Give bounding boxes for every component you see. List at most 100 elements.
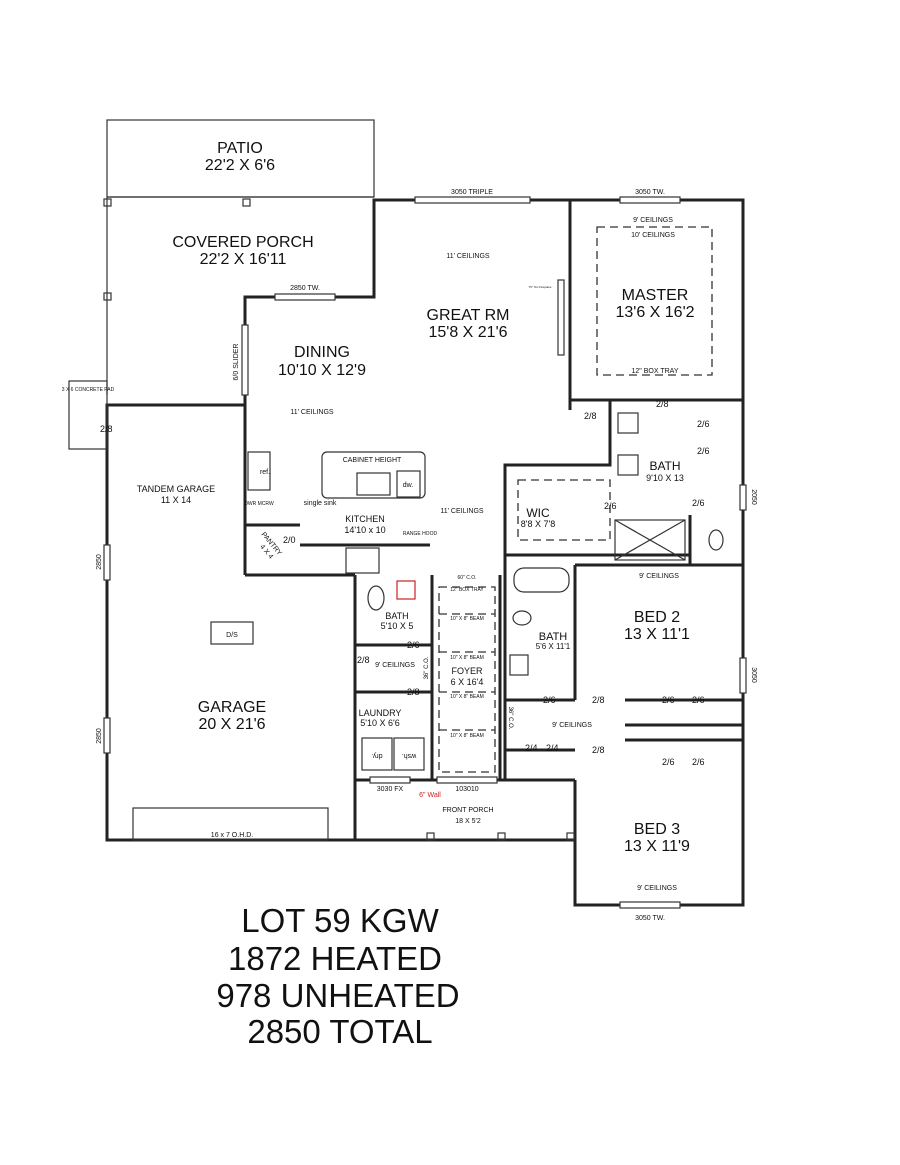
label-2850-b: 2850 bbox=[96, 728, 103, 744]
front-door bbox=[436, 776, 498, 784]
hall-bath-size: 5'6 X 11'1 bbox=[536, 642, 571, 651]
concrete-pad-label: 3 X 6 CONCRETE PAD bbox=[62, 387, 115, 393]
window-3050-bed2 bbox=[739, 657, 747, 694]
garage-label: GARAGE bbox=[198, 699, 266, 716]
half-bath-label: BATH bbox=[385, 611, 408, 621]
window-2050 bbox=[739, 484, 747, 511]
cabinet-height-label: CABINET HEIGHT bbox=[343, 457, 402, 464]
door-label: 2/4 bbox=[546, 743, 559, 753]
door-label: 2/6 bbox=[662, 757, 675, 767]
wic-size: 8'8 X 7'8 bbox=[521, 519, 555, 529]
label-slider: 6/0 SLIDER bbox=[233, 344, 240, 381]
co36b-label: 36" C.O. bbox=[507, 707, 513, 730]
kitchen-ceiling: 11' CEILINGS bbox=[440, 508, 484, 515]
bed2-size: 13 X 11'1 bbox=[624, 626, 690, 643]
door-label: 2/6 bbox=[604, 501, 617, 511]
hall-ceiling: 9' CEILINGS bbox=[375, 662, 415, 669]
master-ceiling-inner: 10' CEILINGS bbox=[631, 232, 675, 239]
foyer-label: FOYER bbox=[451, 666, 483, 676]
tandem-garage-label: TANDEM GARAGE bbox=[137, 484, 215, 494]
master-bath-size: 9'10 X 13 bbox=[646, 473, 684, 483]
window-2850-b bbox=[103, 717, 111, 754]
area-summary: LOT 59 KGW 1872 HEATED 978 UNHEATED 2850… bbox=[216, 902, 459, 1050]
kitchen-size: 14'10 x 10 bbox=[344, 525, 385, 535]
window-3050-triple bbox=[414, 196, 531, 204]
range-hood-label: RANGE HOOD bbox=[403, 531, 438, 537]
foyer-size: 6 X 16'4 bbox=[451, 677, 484, 687]
window-3050-tw-top bbox=[619, 196, 681, 204]
great-rm-ceiling: 11' CEILINGS bbox=[446, 253, 490, 260]
door-label: 2/0 bbox=[283, 535, 296, 545]
garage-size: 20 X 21'6 bbox=[198, 716, 265, 733]
patio: PATIO 22'2 X 6'6 bbox=[106, 119, 375, 198]
tandem-garage-size: 11 X 14 bbox=[161, 495, 191, 505]
master-bath-label: BATH bbox=[649, 459, 680, 473]
dining-label: DINING bbox=[294, 344, 350, 361]
label-3030fx: 3030 FX bbox=[377, 786, 404, 793]
door-label: 2/6 bbox=[697, 446, 710, 456]
dwr-label: DWR MCRW bbox=[244, 501, 274, 507]
total-area: 2850 TOTAL bbox=[247, 1013, 432, 1050]
door-label: 2/8 bbox=[656, 399, 669, 409]
label-2050: 2050 bbox=[750, 489, 757, 505]
covered-porch: COVERED PORCH 22'2 X 16'11 bbox=[103, 196, 374, 395]
interior-walls bbox=[245, 200, 743, 780]
window-2850-a bbox=[103, 544, 111, 581]
window-3050-tw-bot bbox=[619, 901, 681, 909]
door-label: 2/8 bbox=[407, 687, 420, 697]
windows bbox=[103, 196, 747, 909]
covered-porch-label: COVERED PORCH bbox=[172, 234, 313, 251]
covered-porch-size: 22'2 X 16'11 bbox=[200, 251, 287, 268]
door-label: 2/8 bbox=[357, 655, 370, 665]
label-2850-tw: 2850 TW. bbox=[290, 285, 320, 292]
fireplace-note: 75" Ovi Fireplace bbox=[529, 285, 552, 289]
dryer-label: dry. bbox=[371, 752, 382, 759]
window-2850-tw bbox=[274, 293, 336, 301]
sink-label: single sink bbox=[304, 500, 337, 507]
half-bath-size: 5'10 X 5 bbox=[381, 621, 414, 631]
patio-label: PATIO bbox=[217, 140, 263, 157]
door-label: 2/6 bbox=[692, 695, 705, 705]
door-label: 2/8 bbox=[592, 695, 605, 705]
label-3050-bed2: 3050 bbox=[750, 667, 757, 683]
foyer-co-label: 60" C.O. bbox=[457, 575, 476, 581]
label-3050-tw: 3050 TW. bbox=[635, 189, 665, 196]
laundry-size: 5'10 X 6'6 bbox=[360, 718, 399, 728]
bed3-ceiling: 9' CEILINGS bbox=[637, 885, 677, 892]
label-3050-triple: 3050 TRIPLE bbox=[451, 189, 493, 196]
bed2-label: BED 2 bbox=[634, 609, 680, 626]
fireplace bbox=[557, 279, 565, 356]
ref-label: ref. bbox=[260, 469, 270, 476]
dining-ceiling: 11' CEILINGS bbox=[290, 409, 334, 416]
hall-bath-label: BATH bbox=[539, 631, 568, 643]
door-label: 2/6 bbox=[697, 419, 710, 429]
master-size: 13'6 X 16'2 bbox=[615, 304, 694, 321]
door-label: 2/8 bbox=[100, 424, 113, 434]
label-103010: 103010 bbox=[455, 786, 478, 793]
patio-size: 22'2 X 6'6 bbox=[205, 157, 275, 174]
unheated-area: 978 UNHEATED bbox=[216, 977, 459, 1014]
master-ceiling-outer: 9' CEILINGS bbox=[633, 217, 673, 224]
door-labels: 2/8 2/8 2/8 2/6 2/6 2/6 2/6 2/0 2/6 2/8 … bbox=[100, 399, 710, 767]
beam-label: 10" X 8" BEAM bbox=[450, 655, 484, 661]
door-label: 2/6 bbox=[692, 498, 705, 508]
bed3-label: BED 3 bbox=[634, 821, 680, 838]
beam-label: 10" X 8" BEAM bbox=[450, 616, 484, 622]
wic-label: WIC bbox=[526, 506, 550, 520]
master-label: MASTER bbox=[622, 287, 689, 304]
front-porch-label: FRONT PORCH bbox=[442, 807, 493, 814]
lot-label: LOT 59 KGW bbox=[241, 902, 439, 939]
bed3-size: 13 X 11'9 bbox=[624, 838, 690, 855]
hall2-ceiling: 9' CEILINGS bbox=[552, 722, 592, 729]
door-label: 2/8 bbox=[592, 745, 605, 755]
dishwasher-label: dw. bbox=[403, 482, 414, 489]
ds-label: D/S bbox=[226, 632, 238, 639]
door-label: 2/6 bbox=[543, 695, 556, 705]
label-3050-tw-bot: 3050 TW. bbox=[635, 915, 665, 922]
door-label: 2/4 bbox=[525, 743, 538, 753]
wall-note: 6" Wall bbox=[419, 792, 441, 799]
door-label: 2/6 bbox=[407, 640, 420, 650]
kitchen-label: KITCHEN bbox=[345, 514, 385, 524]
heated-area: 1872 HEATED bbox=[228, 940, 442, 977]
great-rm-label: GREAT RM bbox=[427, 307, 510, 324]
